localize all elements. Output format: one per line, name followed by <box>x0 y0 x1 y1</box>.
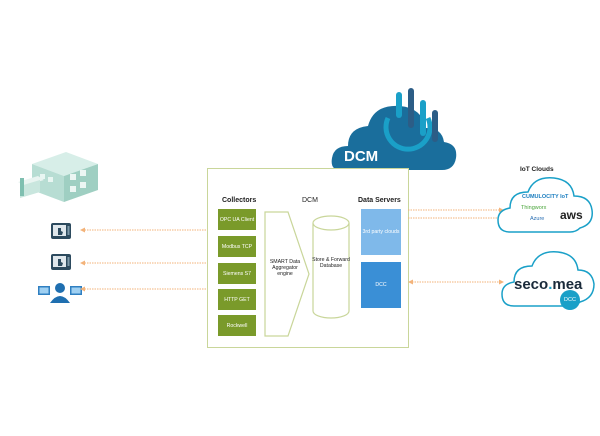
collector-modbus: Modbus TCP <box>218 236 256 257</box>
iot-clouds-title: IoT Clouds <box>520 166 554 173</box>
dcm-cloud-label: DCM <box>344 148 379 165</box>
right-arrows <box>408 207 504 285</box>
dcm-box: Collectors DCM Data Servers OPC UA Clien… <box>207 168 409 348</box>
collectors-title: Collectors <box>222 197 257 204</box>
aggregator-arrow <box>264 211 310 337</box>
collector-rockwell: Rockwell <box>218 315 256 336</box>
factory-building-icon <box>18 152 98 202</box>
hmi-panel-icon <box>51 254 71 270</box>
secomea-logo-right: mea <box>552 276 583 293</box>
database-label: Store & Forward Database <box>312 257 350 270</box>
dcc-badge: DCC <box>560 290 580 310</box>
collector-opc-ua: OPC UA Client <box>218 209 256 230</box>
collector-siemens: Siemens S7 <box>218 263 256 284</box>
dcm-title: DCM <box>302 197 318 204</box>
left-arrows <box>80 227 206 292</box>
aggregator-label: SMART Data Aggregator engine <box>269 259 301 277</box>
server-third-party: 3rd party clouds <box>361 209 401 255</box>
server-dcc: DCC <box>361 262 401 308</box>
secomea-logo-left: seco <box>514 276 549 293</box>
secomea-logo: seco.mea <box>514 276 583 293</box>
collector-http-get: HTTP GET <box>218 289 256 310</box>
brand-azure: Azure <box>530 216 545 222</box>
brand-cumulocity: CUMULOCITY IoT <box>522 194 569 200</box>
servers-title: Data Servers <box>358 197 401 204</box>
operator-screen-icon <box>38 283 82 303</box>
iot-cloud-icon <box>497 177 593 233</box>
brand-thingworx: Thingworx <box>521 205 547 211</box>
brand-aws: aws <box>560 208 583 222</box>
dcc-badge-label: DCC <box>564 297 576 303</box>
dcm-cloud-icon <box>331 88 457 170</box>
hmi-panel-icon <box>51 223 71 239</box>
database-cylinder <box>312 215 350 319</box>
